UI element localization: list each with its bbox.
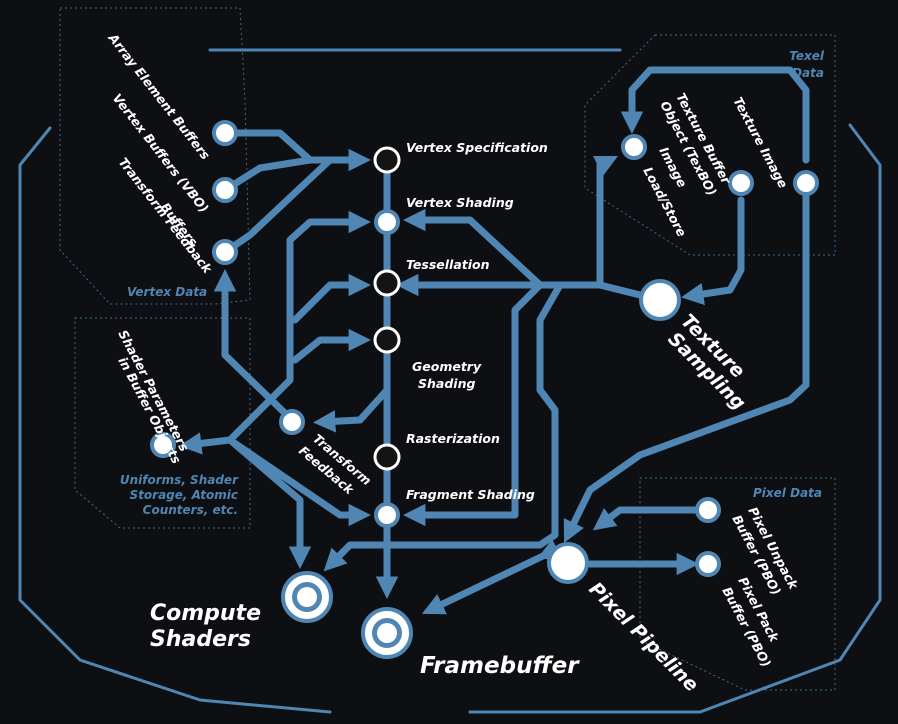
texture-image-stop[interactable] [793, 170, 819, 196]
uniforms-label-1: Uniforms, Shader [120, 473, 239, 487]
vertex-data-box [59, 7, 251, 305]
transform-feedback-stop[interactable] [279, 409, 305, 435]
vertex-data-labels: Array Element Buffers Vertex Buffers (VB… [105, 30, 215, 299]
stage-labels: Vertex Specification Vertex Shading Tess… [296, 140, 548, 502]
compute-shaders-hub[interactable] [281, 571, 333, 623]
pixel-pipeline-hub[interactable] [547, 542, 589, 584]
rasterization-label: Rasterization [406, 431, 500, 446]
shader-parameters-label-1: Shader Parameters [115, 327, 192, 453]
area-boxes [59, 7, 836, 691]
framebuffer-label: Framebuffer [420, 653, 580, 679]
tessellation-label: Tessellation [406, 257, 490, 272]
vertex-specification-stop[interactable] [373, 146, 401, 174]
vertex-data-title: Vertex Data [127, 285, 207, 299]
fragment-shading-stop[interactable] [374, 502, 400, 528]
vertex-specification-label: Vertex Specification [406, 140, 548, 155]
vertex-shading-stop[interactable] [374, 209, 400, 235]
texel-data-title-1: Texel [789, 49, 825, 63]
rasterization-stop[interactable] [373, 443, 401, 471]
tessellation-stop[interactable] [373, 269, 401, 297]
texture-sampling-hub[interactable] [639, 279, 681, 321]
pixel-data-labels: Pixel Data Pixel Unpack Buffer (PBO) Pix… [719, 486, 822, 670]
framebuffer-hub[interactable] [361, 607, 413, 659]
pixel-pack-buffer-stop[interactable] [695, 551, 721, 577]
texture-buffer-object-stop[interactable] [728, 170, 754, 196]
uniforms-labels: Shader Parameters in Buffer Objects Unif… [115, 327, 239, 517]
array-element-buffers-stop[interactable] [212, 120, 238, 146]
compute-shaders-label-1: Compute [150, 601, 261, 626]
geometry-shading-stop[interactable] [373, 326, 401, 354]
pixel-pipeline-label: Pixel Pipeline [584, 578, 702, 696]
outer-frame [18, 48, 882, 714]
uniforms-label-2: Storage, Atomic [130, 488, 238, 502]
texel-data-box [584, 34, 836, 256]
image-load-store-stop[interactable] [621, 134, 647, 160]
pixel-unpack-buffer-stop[interactable] [695, 497, 721, 523]
geometry-shading-label-1: Geometry [412, 359, 482, 374]
fragment-shading-label: Fragment Shading [406, 487, 535, 502]
transform-feedback-buffers-stop[interactable] [212, 239, 238, 265]
geometry-shading-label-2: Shading [418, 376, 475, 391]
stops [150, 120, 819, 659]
texel-data-title-2: Data [792, 66, 824, 80]
pixel-data-box [639, 477, 836, 691]
vertex-buffers-stop[interactable] [212, 177, 238, 203]
texel-data-labels: Texel Data Image Load/Store Texture Buff… [640, 49, 825, 239]
uniforms-box [74, 317, 251, 529]
uniforms-label-3: Counters, etc. [143, 503, 238, 517]
shader-parameters-stop[interactable] [150, 432, 176, 458]
vertex-shading-label: Vertex Shading [406, 195, 514, 210]
pixel-data-title: Pixel Data [753, 486, 822, 500]
compute-shaders-label-2: Shaders [150, 627, 251, 652]
